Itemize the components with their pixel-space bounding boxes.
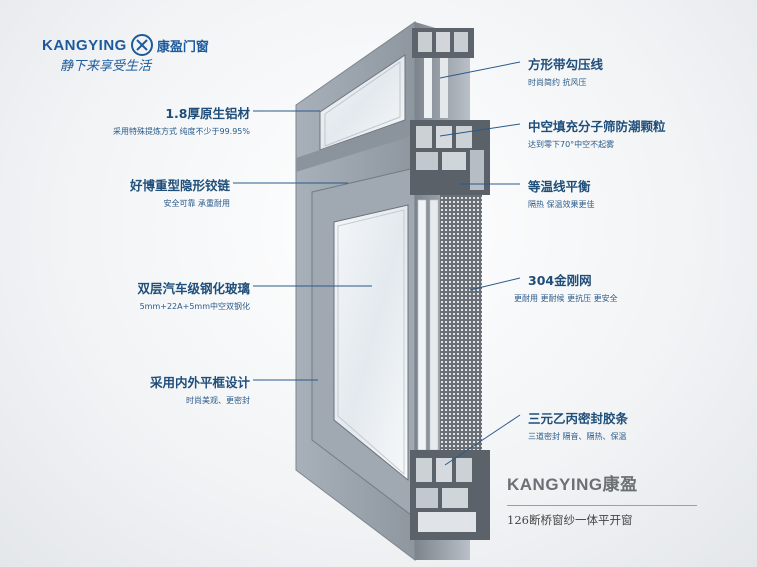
feature-title: 304金刚网	[528, 273, 592, 288]
feature-title: 三元乙丙密封胶条	[528, 411, 629, 426]
brand-slogan: 静下来享受生活	[60, 59, 152, 74]
feature-subtitle: 三道密封 隔音、隔热、保温	[528, 432, 627, 441]
feature-subtitle: 安全可靠 承重耐用	[163, 199, 230, 208]
feature-subtitle: 采用特殊提炼方式 纯度不少于99.95%	[112, 127, 250, 136]
brand-logo-icon	[130, 34, 153, 56]
feature-subtitle: 更耐用 更耐候 更抗压 更安全	[514, 294, 618, 303]
main-glass	[333, 204, 409, 482]
feature-subtitle: 5mm+22A+5mm中空双钢化	[139, 302, 250, 311]
feature-title: 1.8厚原生铝材	[165, 106, 250, 121]
feature-hinge: 好博重型隐形铰链 安全可靠 承重耐用	[40, 175, 230, 209]
feature-molecular-sieve: 中空填充分子筛防潮颗粒 达到零下70°中空不起雾	[528, 116, 666, 150]
feature-isotherm: 等温线平衡 隔热 保温效果更佳	[528, 176, 595, 210]
feature-flat-frame: 采用内外平框设计 时尚美观、更密封	[60, 372, 250, 406]
leader-lines	[233, 61, 521, 466]
feature-bead: 方形带勾压线 时尚简约 抗风压	[528, 54, 603, 88]
feature-title: 等温线平衡	[528, 179, 591, 194]
brand-name-cn: 康盈门窗	[156, 39, 209, 55]
brand-header: KANGYING 康盈门窗	[42, 34, 209, 56]
product-label: KANGYING康盈 126断桥窗纱一体平开窗	[507, 470, 697, 528]
transom-glass	[319, 54, 406, 151]
feature-subtitle: 时尚简约 抗风压	[528, 78, 587, 87]
feature-title: 好博重型隐形铰链	[129, 178, 230, 193]
feature-mesh: 304金刚网 更耐用 更耐候 更抗压 更安全	[514, 270, 618, 304]
feature-title: 中空填充分子筛防潮颗粒	[528, 119, 666, 134]
profile-cross-section	[410, 22, 490, 560]
feature-subtitle: 时尚美观、更密封	[186, 396, 250, 405]
feature-subtitle: 隔热 保温效果更佳	[528, 200, 595, 209]
product-subtitle: 126断桥窗纱一体平开窗	[507, 505, 697, 528]
feature-title: 方形带勾压线	[528, 57, 604, 72]
product-title: KANGYING康盈	[507, 475, 638, 494]
feature-title: 双层汽车级钢化玻璃	[137, 281, 250, 296]
feature-subtitle: 达到零下70°中空不起雾	[528, 140, 615, 149]
feature-glass: 双层汽车级钢化玻璃 5mm+22A+5mm中空双钢化	[60, 278, 250, 312]
brand-name-en: KANGYING	[42, 36, 127, 54]
feature-seal-strip: 三元乙丙密封胶条 三道密封 隔音、隔热、保温	[528, 408, 628, 442]
feature-aluminum: 1.8厚原生铝材 采用特殊提炼方式 纯度不少于99.95%	[60, 103, 250, 137]
feature-title: 采用内外平框设计	[149, 375, 250, 390]
